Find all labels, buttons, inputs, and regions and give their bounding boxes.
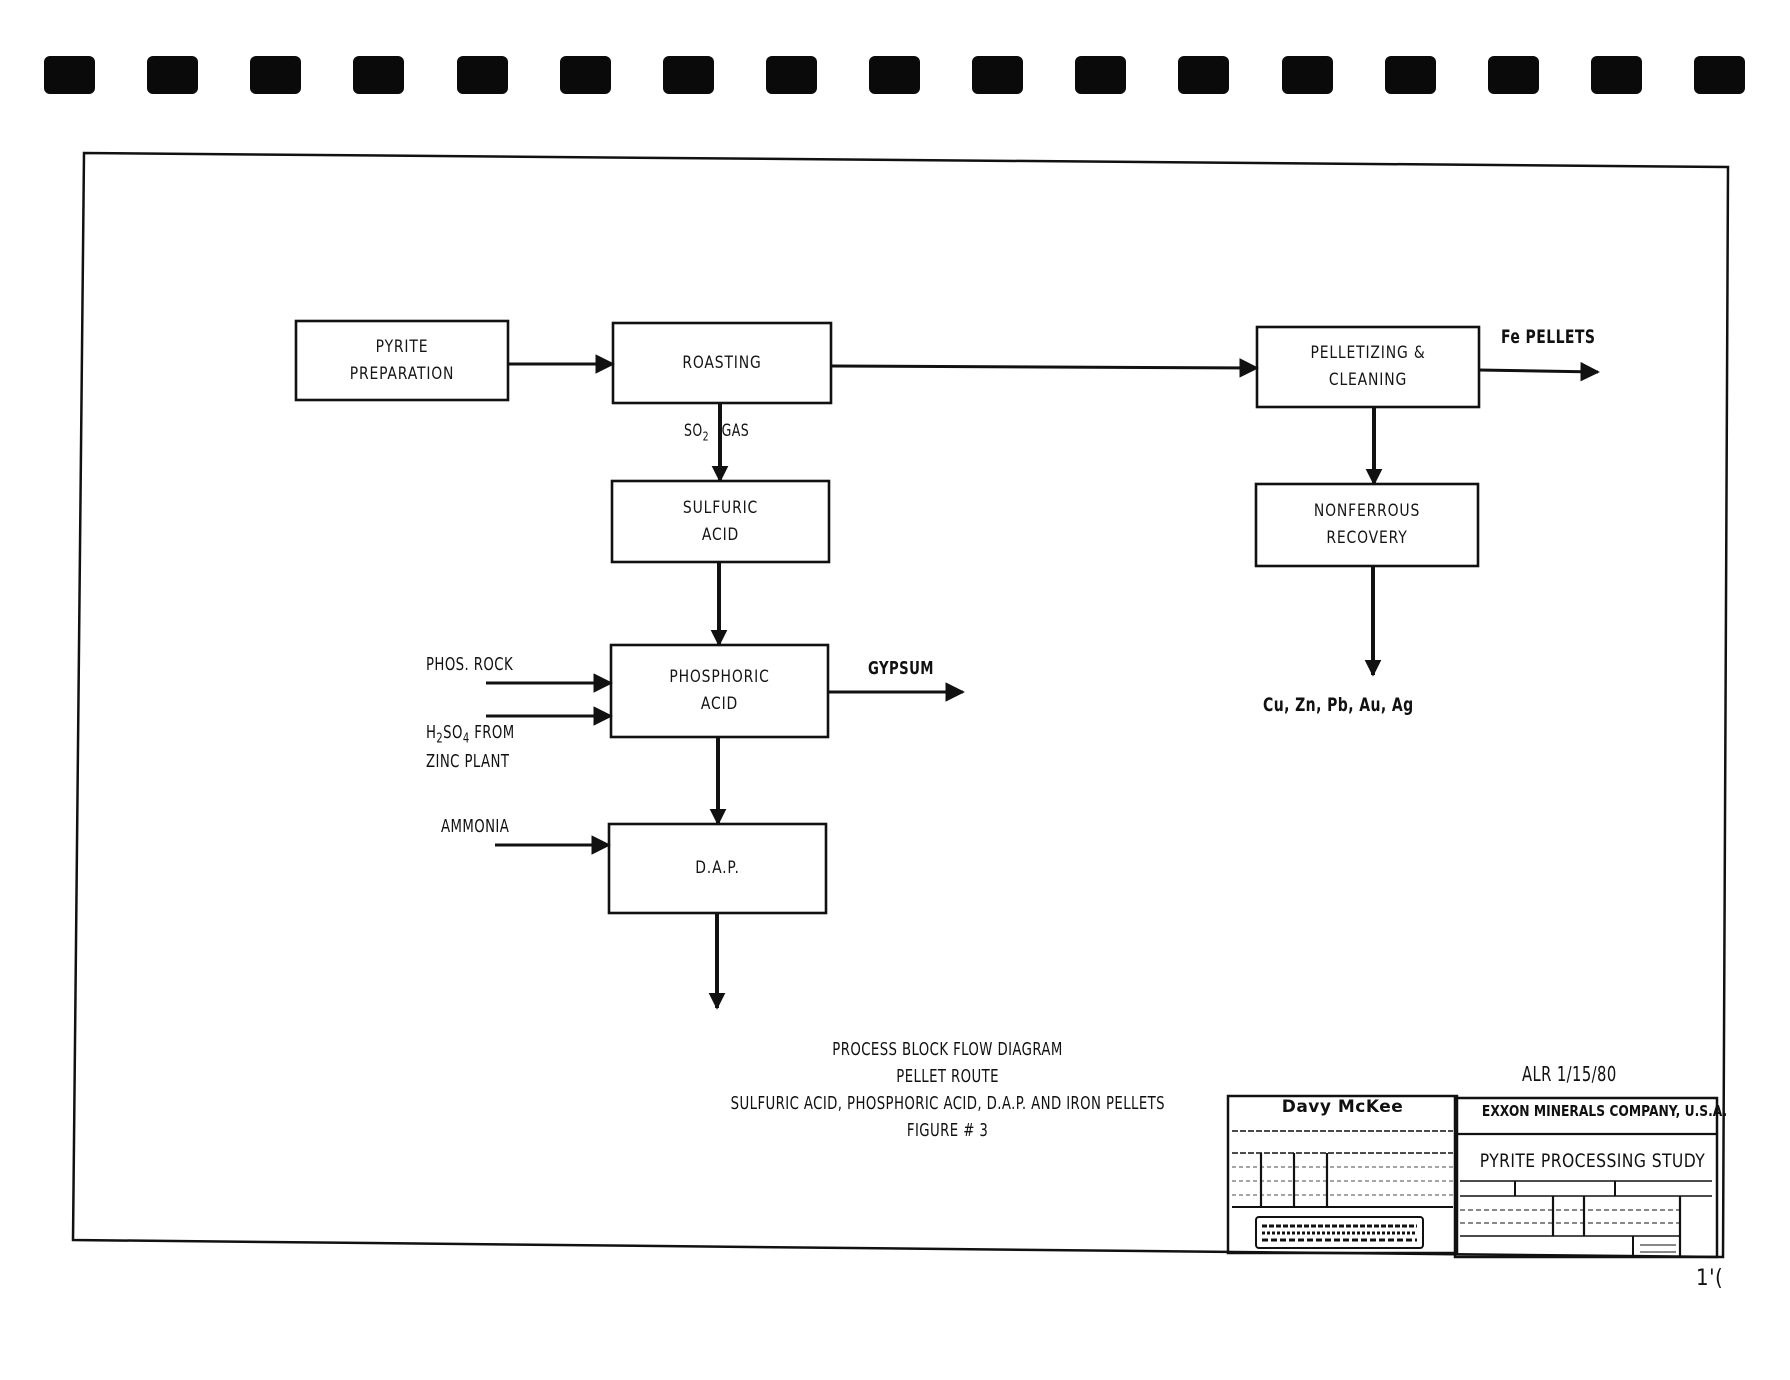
signoff-text: ALR 1/15/80: [1522, 1062, 1617, 1086]
davy-mckee-text: Davy McKee: [1281, 1097, 1404, 1117]
binder-hole: [1178, 56, 1230, 94]
binder-hole: [353, 56, 405, 94]
label-fe-pellets: Fe PELLETS: [1501, 326, 1616, 348]
block-pyrite-preparation: [294, 319, 510, 402]
zinc-plant-text: ZINC PLANT: [426, 751, 510, 772]
label-line: ACID: [701, 524, 740, 545]
label-line: PYRITE: [375, 336, 429, 357]
label-metals: Cu, Zn, Pb, Au, Ag: [1263, 694, 1447, 716]
label-line: PELLETIZING &: [1310, 343, 1426, 363]
binder-hole: [1590, 56, 1642, 94]
caption-text: FIGURE # 3: [907, 1120, 989, 1141]
binder-hole: [559, 56, 611, 94]
label-line: PREPARATION: [349, 363, 455, 384]
binder-hole: [456, 56, 508, 94]
drawing-frame: [71, 151, 1730, 1259]
arrow-fe-pellets-out: [1478, 361, 1600, 382]
exxon-text: EXXON MINERALS COMPANY, U.S.A.: [1481, 1102, 1728, 1120]
exxon-company-name: EXXON MINERALS COMPANY, U.S.A.: [1455, 1102, 1727, 1120]
caption-line-4: FIGURE # 3: [560, 1117, 1336, 1144]
page-mark: 1'(: [1696, 1266, 1723, 1291]
h2so4-so: SO: [443, 722, 463, 743]
caption-text: SULFURIC ACID, PHOSPHORIC ACID, D.A.P. A…: [730, 1093, 1166, 1114]
binder-hole: [1075, 56, 1127, 94]
caption-text: PELLET ROUTE: [896, 1066, 1000, 1087]
label-ammonia: AMMONIA: [441, 816, 524, 837]
label-zinc-plant: ZINC PLANT: [426, 751, 528, 772]
label-line: ROASTING: [682, 352, 762, 373]
binder-hole: [869, 56, 920, 94]
ammonia-text: AMMONIA: [441, 816, 510, 837]
binder-hole: [44, 56, 95, 94]
project-title-text: PYRITE PROCESSING STUDY: [1479, 1150, 1706, 1172]
h2so4-sub2: 4: [462, 730, 470, 747]
davy-mckee-logo: Davy McKee: [1228, 1097, 1457, 1117]
label-pelletizing-cleaning: PELLETIZING & CLEANING: [1277, 327, 1459, 407]
binder-hole: [972, 56, 1024, 94]
label-roasting: ROASTING: [633, 323, 812, 403]
label-line: RECOVERY: [1326, 528, 1408, 548]
caption: PROCESS BLOCK FLOW DIAGRAM PELLET ROUTE …: [560, 1036, 1336, 1144]
label-line: NONFERROUS: [1313, 501, 1421, 521]
label-phos-rock: PHOS. ROCK: [426, 654, 532, 675]
h2so4-sub1: 2: [436, 730, 444, 747]
label-sulfuric-acid: SULFURIC ACID: [632, 481, 810, 562]
label-gypsum: GYPSUM: [868, 658, 948, 679]
label-line: PHOSPHORIC: [669, 667, 770, 687]
binder-hole: [1487, 56, 1539, 94]
so2-prefix: SO: [684, 421, 703, 441]
so2-subscript: 2: [702, 429, 710, 445]
title-block-davy-mckee: [1226, 1094, 1459, 1255]
binder-hole: [1694, 56, 1745, 94]
label-nonferrous-recovery: NONFERROUS RECOVERY: [1276, 484, 1458, 566]
binder-hole: [1384, 56, 1436, 94]
gypsum-text: GYPSUM: [868, 658, 934, 679]
caption-text: PROCESS BLOCK FLOW DIAGRAM: [832, 1039, 1064, 1060]
label-line: SULFURIC: [682, 497, 759, 518]
h2so4-from: FROM: [469, 722, 515, 743]
binder-hole: [765, 56, 817, 94]
title-block-exxon: [1453, 1096, 1719, 1259]
so2-suffix: GAS: [717, 421, 750, 441]
binder-hole: [250, 56, 302, 94]
caption-line-1: PROCESS BLOCK FLOW DIAGRAM: [560, 1036, 1336, 1063]
label-dap: D.A.P.: [629, 824, 807, 913]
label-h2so4-from: H2SO4 FROM: [426, 722, 534, 747]
arrow-roasting-to-pelletizing: [830, 358, 1259, 378]
label-pyrite-preparation: PYRITE PREPARATION: [315, 321, 489, 400]
caption-line-3: SULFURIC ACID, PHOSPHORIC ACID, D.A.P. A…: [560, 1090, 1336, 1117]
project-title: PYRITE PROCESSING STUDY: [1455, 1150, 1717, 1172]
label-so2-gas: SO2 GAS: [684, 421, 763, 444]
h2so4-h: H: [426, 722, 437, 743]
label-line: D.A.P.: [695, 858, 740, 878]
label-line: CLEANING: [1328, 370, 1408, 390]
binder-hole: [1281, 56, 1333, 94]
page-mark-text: 1'(: [1696, 1266, 1724, 1291]
label-line: ACID: [700, 694, 739, 714]
phos-rock-text: PHOS. ROCK: [426, 654, 514, 675]
label-phosphoric-acid: PHOSPHORIC ACID: [631, 645, 809, 737]
signoff-initials-date: ALR 1/15/80: [1522, 1062, 1637, 1086]
fe-pellets-text: Fe PELLETS: [1501, 326, 1596, 348]
binder-hole: [662, 56, 714, 94]
binder-hole: [147, 56, 199, 94]
caption-line-2: PELLET ROUTE: [560, 1063, 1336, 1090]
metals-text: Cu, Zn, Pb, Au, Ag: [1263, 694, 1414, 716]
